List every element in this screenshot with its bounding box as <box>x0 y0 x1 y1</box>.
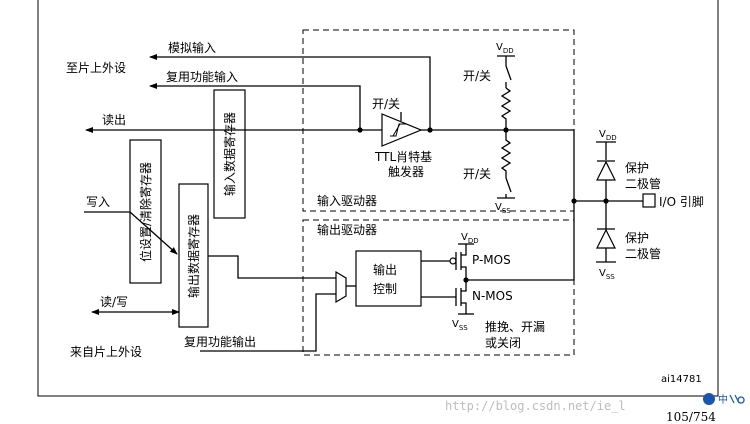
alt-func-input-wire <box>149 83 361 130</box>
hysteresis-icon <box>390 123 407 137</box>
to-on-chip-peripheral-label: 至片上外设 <box>66 61 126 75</box>
pullup-vdd-label: VDD <box>496 42 514 55</box>
input-driver-box <box>302 29 575 212</box>
pmos-gate-bubble <box>449 257 457 265</box>
alt-func-output-wire <box>200 293 336 352</box>
nmos-transistor <box>455 280 467 314</box>
outer-frame <box>37 0 719 397</box>
logo-text: 中 <box>718 393 728 406</box>
output-control-label-2: 控制 <box>373 282 397 296</box>
pullup-onoff-label: 开/关 <box>463 69 491 83</box>
io-pin-label: I/O 引脚 <box>659 194 704 209</box>
page-number: 105/754 <box>666 410 716 424</box>
push-pull-mode-label-2: 或关闭 <box>485 336 521 350</box>
diode-vdd-bar <box>596 141 616 160</box>
junction-dot <box>463 277 469 283</box>
read-write-label: 读/写 <box>100 295 128 309</box>
pmos-vdd-label: VDD <box>461 232 479 245</box>
input-data-register-label: 输入数据寄存器 <box>222 112 237 196</box>
logo-icon <box>703 393 715 405</box>
pullup-switch-icon <box>505 65 512 88</box>
pulldown-switch-icon <box>505 177 512 198</box>
alt-func-input-label: 复用功能输入 <box>166 69 238 84</box>
figure-id: ai14781 <box>661 374 702 385</box>
pmos-label: P-MOS <box>472 253 511 267</box>
schmitt-trigger-label: TTL肖特基 <box>374 149 432 164</box>
upper-protect-diode-label: 保护 <box>625 161 649 175</box>
lower-diode-bar <box>597 201 615 262</box>
pulldown-resistor <box>500 130 512 178</box>
schmitt-trigger-symbol <box>381 113 423 147</box>
schmitt-trigger-label-2: 触发器 <box>388 164 424 179</box>
bit-set-reset-register-label: 位设置/清除寄存器 <box>138 162 153 262</box>
output-driver-box <box>302 219 575 356</box>
input-net-wire <box>430 129 575 201</box>
lower-protection-diode <box>596 228 616 249</box>
pmos-transistor <box>455 244 467 280</box>
push-pull-mode-label: 推挽、开漏 <box>485 320 545 334</box>
write-label: 写入 <box>86 195 110 209</box>
lower-protect-diode-label-2: 二极管 <box>625 246 661 261</box>
io-pin-box <box>642 193 656 208</box>
nmos-vss-label: VSS <box>452 319 468 332</box>
diode-vss-label: VSS <box>599 268 615 281</box>
write-wire <box>84 211 178 255</box>
watermark: http://blog.csdn.net/ie_l <box>445 399 626 413</box>
diode-vdd-label: VDD <box>599 129 617 142</box>
alt-func-output-label: 复用功能输出 <box>184 334 256 349</box>
output-mux <box>335 270 347 304</box>
output-data-register-label: 输出数据寄存器 <box>186 214 201 298</box>
lower-protect-diode-label: 保护 <box>625 231 649 245</box>
read-label: 读出 <box>102 113 126 127</box>
upper-protect-diode-label-2: 二极管 <box>625 176 661 191</box>
upper-diode-bar <box>597 160 615 201</box>
odr-to-mux-wire <box>208 255 336 279</box>
pulldown-onoff-label: 开/关 <box>463 167 491 181</box>
input-data-register-box <box>213 89 246 219</box>
junction-dot <box>357 127 363 133</box>
pullup-vdd-bar <box>497 55 515 66</box>
output-data-register-box <box>178 183 209 328</box>
input-driver-label: 输入驱动器 <box>317 193 377 208</box>
output-driver-label: 输出驱动器 <box>317 222 377 237</box>
nmos-label: N-MOS <box>472 289 513 303</box>
pulldown-vss-label: VSS <box>495 202 511 215</box>
logo-shapes-icon <box>729 394 745 404</box>
bit-set-reset-register-box <box>129 139 162 284</box>
output-control-box <box>355 250 422 307</box>
analog-input-wire <box>149 54 431 130</box>
output-control-label: 输出 <box>373 262 397 277</box>
upper-protection-diode <box>596 160 616 181</box>
schmitt-onoff-label: 开/关 <box>372 97 400 111</box>
from-on-chip-peripheral-label: 来自片上外设 <box>70 345 142 359</box>
output-node-wire <box>466 201 575 281</box>
analog-input-label: 模拟输入 <box>168 40 216 55</box>
pullup-resistor <box>500 87 512 130</box>
